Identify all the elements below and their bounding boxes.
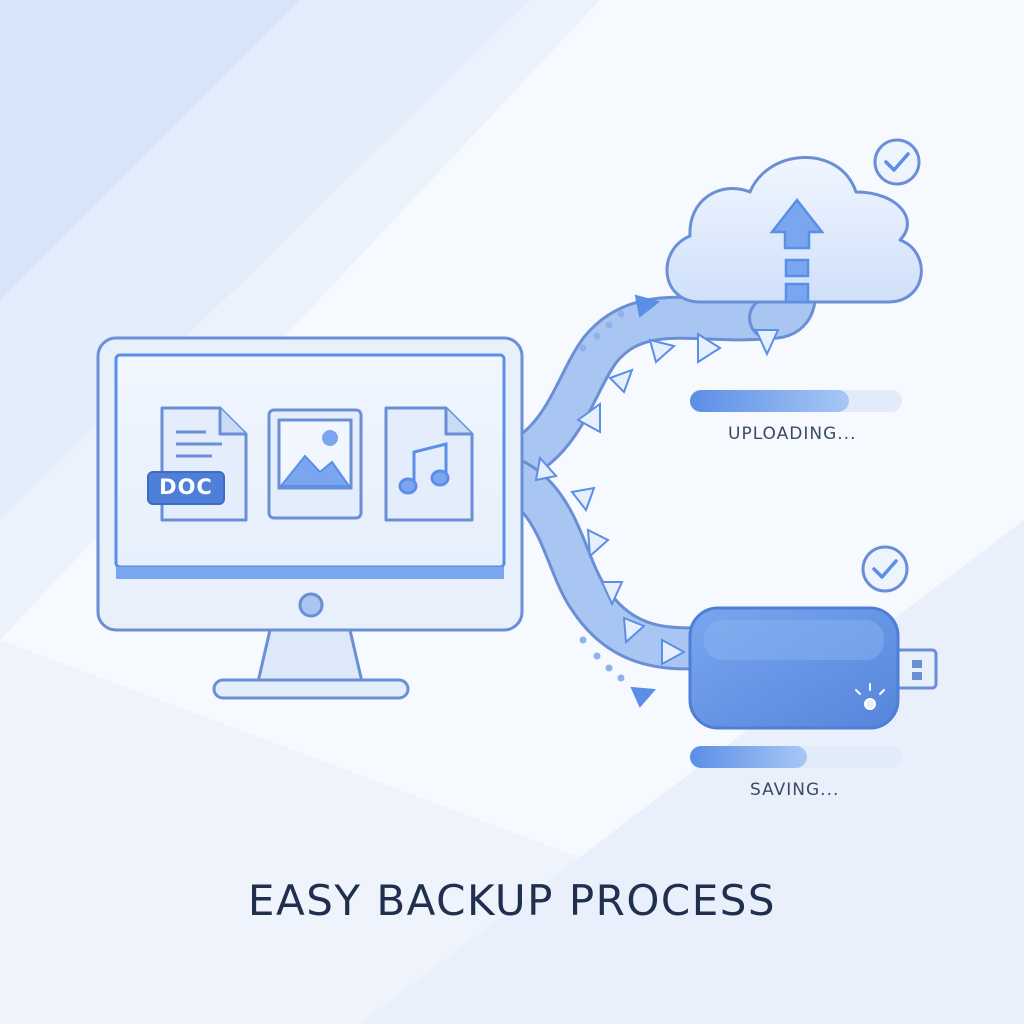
- check-circle-icon: [873, 138, 921, 186]
- flow-arrow: [661, 638, 687, 666]
- page-title: EASY BACKUP PROCESS: [247, 876, 777, 925]
- led-light-icon: [864, 698, 876, 710]
- flow-arrow: [586, 528, 610, 559]
- saving-progress-fill: [690, 746, 807, 768]
- music-note-icon: [398, 442, 450, 495]
- image-icon: [267, 408, 363, 520]
- upload-progress-bar: [690, 390, 902, 412]
- flow-arrow: [630, 686, 657, 708]
- cloud-upload-icon: [665, 156, 923, 304]
- doc-badge: [147, 471, 225, 505]
- doc-badge-label: DOC: [159, 475, 213, 499]
- flow-arrow: [608, 368, 634, 394]
- flow-arrow: [534, 455, 558, 482]
- upload-arrow-icon: [769, 197, 825, 304]
- flow-arrow: [634, 294, 661, 318]
- flow-arrow: [622, 616, 646, 645]
- flow-arrow: [648, 338, 677, 364]
- flow-arrow: [600, 581, 624, 607]
- flow-arrow: [570, 486, 596, 513]
- flow-dots: [579, 310, 625, 682]
- check-circle-icon: [861, 545, 909, 593]
- flow-arrow: [697, 332, 722, 364]
- music-file-icon: [384, 406, 474, 522]
- saving-status-text: SAVING...: [750, 780, 840, 800]
- upload-progress-fill: [690, 390, 849, 412]
- upload-status-text: UPLOADING...: [728, 424, 857, 444]
- document-icon: [147, 406, 248, 522]
- saving-progress-bar: [690, 746, 902, 768]
- flow-arrow: [754, 329, 780, 357]
- usb-drive-icon: [688, 606, 938, 730]
- flow-arrow: [576, 402, 601, 434]
